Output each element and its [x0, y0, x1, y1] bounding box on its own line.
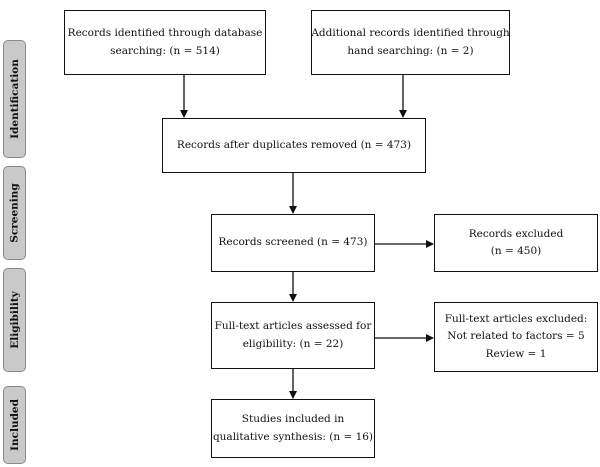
- records-screened-line1: Records screened (n = 473): [218, 236, 368, 249]
- records-excluded-line1: Records excluded: [468, 227, 564, 240]
- phase-included: Included: [3, 386, 26, 464]
- box-records-excluded: Records excluded (n = 450): [434, 214, 598, 272]
- hand-search-line1: Additional records identified through: [311, 27, 510, 40]
- phase-screening: Screening: [3, 166, 26, 260]
- box-hand-search: Additional records identified through ha…: [311, 10, 510, 75]
- records-excluded-line2: (n = 450): [490, 245, 542, 257]
- database-search-line1: Records identified through database: [67, 27, 263, 40]
- box-duplicates-removed: Records after duplicates removed (n = 47…: [162, 118, 426, 173]
- included-studies-line2: qualitative synthesis: (n = 16): [212, 430, 374, 443]
- box-included-studies: Studies included in qualitative synthesi…: [211, 399, 375, 458]
- phase-eligibility: Eligibility: [3, 268, 26, 372]
- fulltext-excluded-line1: Full-text articles excluded:: [444, 313, 588, 326]
- box-fulltext-assessed: Full-text articles assessed for eligibil…: [211, 302, 375, 369]
- phase-identification: Identification: [3, 40, 26, 158]
- fulltext-assessed-line2: eligibility: (n = 22): [242, 337, 344, 350]
- included-studies-line1: Studies included in: [241, 413, 345, 426]
- fulltext-excluded-line2: Not related to factors = 5: [447, 330, 585, 343]
- box-fulltext-excluded: Full-text articles excluded: Not related…: [434, 302, 598, 372]
- database-search-line2: searching: (n = 514): [110, 44, 220, 57]
- hand-search-line2: hand searching: (n = 2): [347, 44, 474, 57]
- box-records-screened: Records screened (n = 473): [211, 214, 375, 272]
- fulltext-assessed-line1: Full-text articles assessed for: [214, 320, 372, 333]
- box-database-search: Records identified through database sear…: [64, 10, 266, 75]
- fulltext-excluded-line3: Review = 1: [485, 347, 547, 360]
- duplicates-removed-line1: Records after duplicates removed (n = 47…: [176, 138, 412, 151]
